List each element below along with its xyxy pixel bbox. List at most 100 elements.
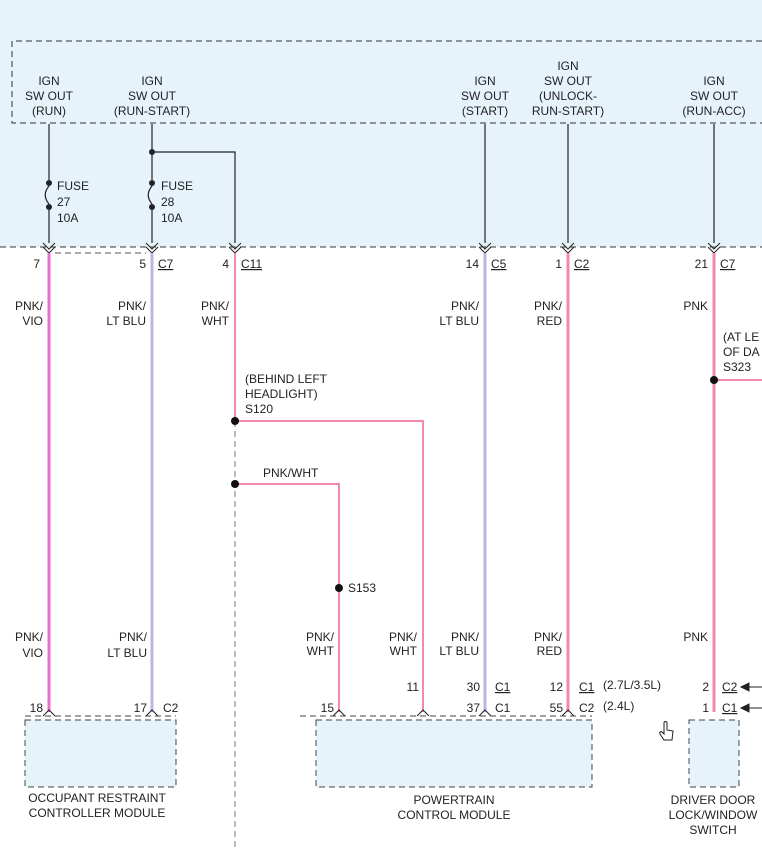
conn-orc-c2: C2 [163, 701, 179, 715]
wire-label-bottom-2: PNK/ LT BLU [107, 630, 147, 660]
svg-text:IGN: IGN [141, 74, 162, 88]
svg-text:(BEHIND LEFT: (BEHIND LEFT [245, 372, 328, 386]
engine-variant-a: (2.7L/3.5L) [603, 678, 661, 692]
svg-text:(RUN): (RUN) [32, 104, 66, 118]
svg-text:PNK/: PNK/ [15, 630, 44, 644]
ignition-switch-box [11, 40, 762, 124]
svg-text:PNK/: PNK/ [534, 630, 563, 644]
svg-text:OF DA: OF DA [723, 345, 760, 359]
wire-label-bottom-3: PNK/ WHT [306, 630, 335, 658]
svg-text:OCCUPANT RESTRAINT: OCCUPANT RESTRAINT [28, 791, 166, 805]
svg-text:PNK/: PNK/ [451, 299, 480, 313]
svg-text:IGN: IGN [38, 74, 59, 88]
conn-pcm-30: C1 [495, 680, 511, 694]
svg-text:PNK/: PNK/ [389, 630, 418, 644]
svg-text:LT BLU: LT BLU [107, 646, 147, 660]
pin-dd-1: 1 [702, 701, 709, 715]
svg-text:PNK/: PNK/ [451, 630, 480, 644]
splice-s323-label: (AT LE OF DA S323 [723, 330, 760, 374]
svg-text:SW OUT: SW OUT [461, 89, 510, 103]
wire-label-top-1: PNK/ VIO [15, 299, 44, 328]
pin-pcm-12: 12 [550, 680, 564, 694]
svg-text:LT BLU: LT BLU [439, 644, 479, 658]
svg-text:27: 27 [57, 195, 71, 209]
pcm-module-box [315, 719, 593, 788]
wire-label-bottom-7: PNK [683, 630, 708, 644]
engine-variant-b: (2.4L) [603, 699, 634, 713]
pin-14: 14 [466, 257, 480, 271]
conn-c11: C11 [241, 257, 262, 271]
svg-text:LT BLU: LT BLU [106, 314, 146, 328]
wire-label-bottom-5: PNK/ LT BLU [439, 630, 479, 658]
svg-text:(START): (START) [462, 104, 508, 118]
pin-5: 5 [139, 257, 146, 271]
wire-label-bottom-1: PNK/ VIO [15, 630, 44, 660]
ign-label-run-start: IGN SW OUT (RUN-START) [114, 74, 190, 118]
conn-pcm-55: C2 [579, 701, 595, 715]
dd-module-label: DRIVER DOOR LOCK/WINDOW SWITCH [669, 793, 758, 837]
wire-label-top-2: PNK/ LT BLU [106, 299, 146, 328]
conn-c2: C2 [574, 257, 590, 271]
svg-text:WHT: WHT [390, 644, 418, 658]
svg-text:IGN: IGN [474, 74, 495, 88]
wire-label-top-5: PNK/ RED [534, 299, 563, 328]
pcm-module-label: POWERTRAIN CONTROL MODULE [398, 793, 511, 822]
pin-orc-17: 17 [134, 701, 148, 715]
svg-text:LT BLU: LT BLU [439, 314, 479, 328]
svg-text:IGN: IGN [703, 74, 724, 88]
svg-text:LOCK/WINDOW: LOCK/WINDOW [669, 808, 758, 822]
splice-s120-dot [231, 417, 239, 425]
bottom-connector-chevrons [42, 709, 575, 717]
conn-pcm-37: C1 [495, 701, 511, 715]
orc-module-label: OCCUPANT RESTRAINT CONTROLLER MODULE [28, 791, 166, 820]
svg-text:VIO: VIO [22, 314, 43, 328]
branch-wire-label: PNK/WHT [263, 466, 319, 480]
wire-branch-to-s153 [235, 483, 340, 712]
svg-text:PNK/: PNK/ [201, 299, 230, 313]
svg-text:PNK/: PNK/ [306, 630, 335, 644]
wire-s120-to-pcm11 [235, 420, 424, 712]
conn-dd-c1: C1 [722, 701, 738, 715]
svg-text:CONTROL MODULE: CONTROL MODULE [398, 808, 511, 822]
svg-text:PNK: PNK [683, 630, 708, 644]
fuse-27-label: FUSE 27 10A [57, 179, 89, 225]
splice-branch-dot [231, 480, 239, 488]
pin-pcm-55: 55 [550, 701, 564, 715]
svg-text:FUSE: FUSE [57, 179, 89, 193]
pin-pcm-30: 30 [467, 680, 481, 694]
panel-internal-wiring [44, 124, 715, 243]
conn-pcm-12: C1 [579, 680, 595, 694]
pin-orc-18: 18 [30, 701, 44, 715]
fuse-dots [46, 149, 155, 210]
svg-text:POWERTRAIN: POWERTRAIN [413, 793, 494, 807]
svg-text:SW OUT: SW OUT [25, 89, 74, 103]
svg-text:S120: S120 [245, 402, 273, 416]
orc-module-box [24, 719, 177, 788]
conn-dd-c2: C2 [722, 680, 738, 694]
ign-label-unlock-run-start: IGN SW OUT (UNLOCK- RUN-START) [532, 59, 604, 118]
svg-text:RED: RED [537, 314, 563, 328]
svg-text:SW OUT: SW OUT [544, 74, 593, 88]
pin-7: 7 [33, 257, 40, 271]
svg-text:(UNLOCK-: (UNLOCK- [539, 89, 597, 103]
fuse-28-label: FUSE 28 10A [161, 179, 193, 225]
pin-dd-2: 2 [702, 680, 709, 694]
svg-text:(RUN-ACC): (RUN-ACC) [682, 104, 745, 118]
ign-label-run-acc: IGN SW OUT (RUN-ACC) [682, 74, 745, 118]
splice-s153-dot [335, 584, 343, 592]
svg-text:(AT LE: (AT LE [723, 330, 759, 344]
svg-text:PNK/: PNK/ [118, 299, 147, 313]
svg-text:PNK/: PNK/ [119, 630, 148, 644]
svg-text:S323: S323 [723, 360, 751, 374]
splice-s120-label: (BEHIND LEFT HEADLIGHT) S120 [245, 372, 328, 416]
pin-pcm-15: 15 [321, 701, 335, 715]
wire-label-top-4: PNK/ LT BLU [439, 299, 479, 328]
pin-pcm-37: 37 [467, 701, 481, 715]
svg-text:WHT: WHT [307, 644, 335, 658]
svg-text:WHT: WHT [202, 314, 230, 328]
wire-label-bottom-6: PNK/ RED [534, 630, 563, 658]
svg-text:HEADLIGHT): HEADLIGHT) [245, 387, 318, 401]
svg-text:SW OUT: SW OUT [128, 89, 177, 103]
pin-21: 21 [695, 257, 709, 271]
